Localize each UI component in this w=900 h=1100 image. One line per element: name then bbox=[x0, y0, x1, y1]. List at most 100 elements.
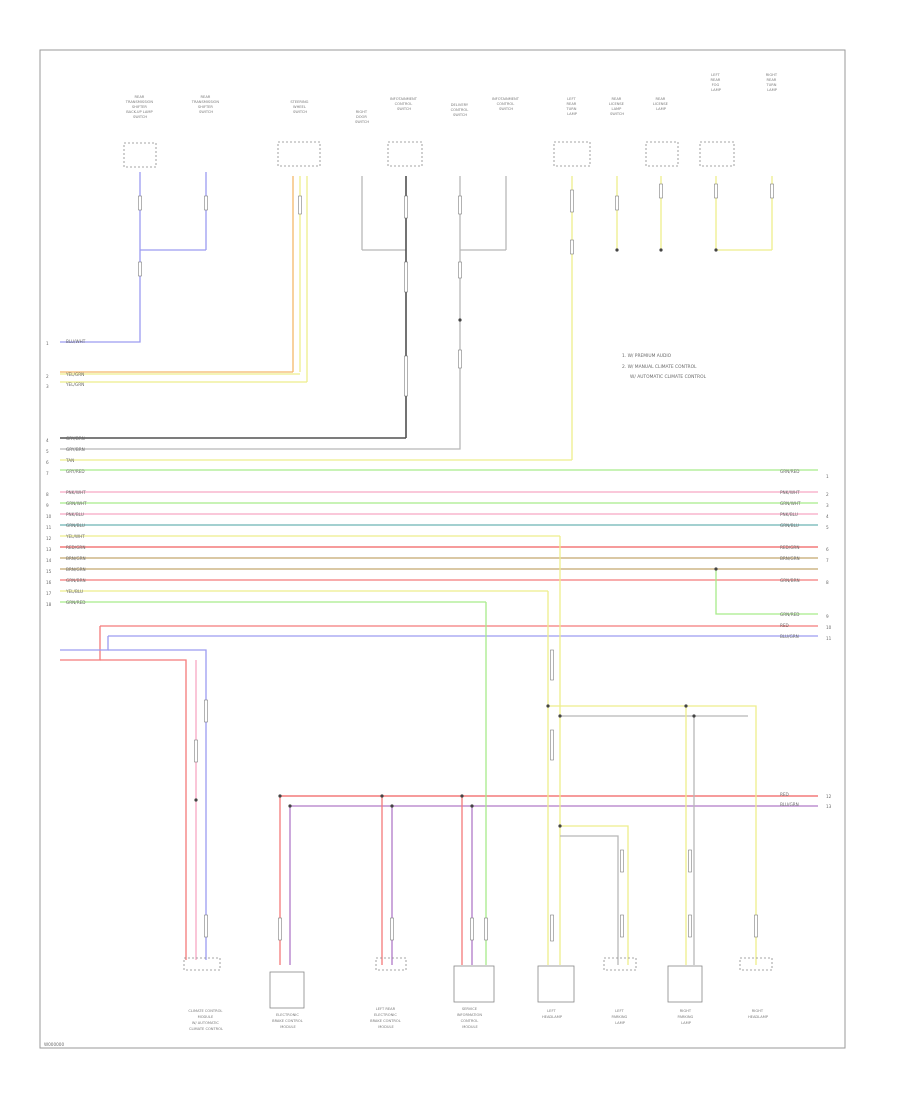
top-component-outline bbox=[553, 141, 591, 167]
left-pin: 17 bbox=[46, 591, 52, 596]
connector bbox=[470, 917, 474, 941]
diagram-frame bbox=[39, 49, 846, 1049]
splice-dot bbox=[615, 248, 619, 252]
right-wire-label: BRN/GRN bbox=[780, 556, 800, 561]
top-label-right-rear-turn: RIGHT REAR TURN LAMP bbox=[765, 73, 778, 92]
left-pin: 11 bbox=[46, 525, 52, 530]
bottom-label-left-parking: LEFT PARKING LAMP bbox=[612, 1009, 629, 1025]
left-pin: 14 bbox=[46, 558, 52, 563]
splice-dot bbox=[458, 318, 462, 322]
wire-layer bbox=[60, 172, 818, 965]
right-pin: 13 bbox=[826, 804, 832, 809]
top-label-left-rear-turn: LEFT REAR TURN LAMP bbox=[565, 97, 577, 116]
left-wire-label: GRN/BLU bbox=[66, 523, 85, 528]
connector bbox=[404, 195, 408, 219]
splice-dot bbox=[194, 798, 198, 802]
right-pin: 10 bbox=[826, 625, 832, 630]
left-pin: 13 bbox=[46, 547, 52, 552]
right-wire-label: RED bbox=[780, 792, 789, 797]
connector bbox=[138, 261, 142, 277]
top-label-delivery: DELIVERY CONTROL SWITCH bbox=[451, 103, 470, 117]
left-wire-label: GRN/RED bbox=[66, 600, 85, 605]
left-pin: 16 bbox=[46, 580, 52, 585]
left-wire-label: BLU/WHT bbox=[66, 339, 86, 344]
connector bbox=[194, 739, 198, 763]
left-pin: 5 bbox=[46, 449, 49, 454]
connector bbox=[138, 195, 142, 211]
left-wire-label: YEL/GRN bbox=[65, 382, 84, 387]
right-pin: 9 bbox=[826, 614, 829, 619]
bottom-module-box bbox=[667, 965, 703, 1003]
connector bbox=[620, 849, 624, 873]
left-pin: 4 bbox=[46, 438, 49, 443]
right-pin: 4 bbox=[826, 514, 829, 519]
splice-dot bbox=[390, 804, 394, 808]
top-label-steering-wheel: STEERING WHEEL SWITCH bbox=[290, 100, 309, 114]
top-label-infotainment-2: INFOTAINMENT CONTROL SWITCH bbox=[492, 97, 520, 111]
top-label-infotainment-1: INFOTAINMENT CONTROL SWITCH bbox=[390, 97, 418, 111]
connector bbox=[458, 261, 462, 279]
splice-dot bbox=[460, 794, 464, 798]
bottom-label-right-parking: RIGHT PARKING LAMP bbox=[678, 1009, 695, 1025]
left-pin: 3 bbox=[46, 384, 49, 389]
top-label-right-door: RIGHT DOOR SWITCH bbox=[355, 110, 369, 124]
right-pin: 12 bbox=[826, 794, 832, 799]
connector bbox=[714, 183, 718, 199]
wire-red bbox=[100, 659, 187, 960]
right-pin: 8 bbox=[826, 580, 829, 585]
wire-blue bbox=[108, 649, 207, 960]
bottom-connector bbox=[375, 957, 407, 971]
top-component-outline bbox=[123, 142, 157, 168]
note-line: W/ AUTOMATIC CLIMATE CONTROL bbox=[630, 374, 707, 380]
right-wire-label: GRN/RED bbox=[780, 612, 799, 617]
top-component-outline bbox=[645, 141, 679, 167]
right-wire-label: GRN/RED bbox=[780, 469, 799, 474]
right-pin: 1 bbox=[826, 474, 829, 479]
left-wire-label: YEL/GRN bbox=[65, 372, 84, 377]
connector bbox=[754, 914, 758, 938]
left-wire-label: YEL/WHT bbox=[65, 534, 85, 539]
bottom-module-box bbox=[537, 965, 575, 1003]
left-pin: 6 bbox=[46, 460, 49, 465]
connector bbox=[688, 914, 692, 938]
bottom-connector bbox=[183, 957, 221, 971]
bottom-module-box bbox=[269, 971, 305, 1009]
connector bbox=[570, 189, 574, 213]
right-wire-labels: GRN/RED 1 PNK/WHT 2 GRN/WHT 3 PNK/BLU 4 … bbox=[780, 469, 832, 809]
connector bbox=[204, 195, 208, 211]
right-wire-label: BLU/GRN bbox=[780, 634, 799, 639]
note-line: 1. W/ PREMIUM AUDIO bbox=[622, 353, 672, 359]
bottom-label-left-rear-brake: LEFT REAR ELECTRONIC BRAKE CONTROL MODUL… bbox=[370, 1007, 402, 1029]
wire-yellow bbox=[548, 705, 757, 965]
connector bbox=[770, 183, 774, 199]
left-pin: 15 bbox=[46, 569, 52, 574]
connector bbox=[404, 355, 408, 397]
wire-green bbox=[715, 569, 818, 615]
left-wire-label: GRY/BRN bbox=[66, 447, 85, 452]
left-pin: 18 bbox=[46, 602, 52, 607]
left-wire-label: YEL/BLU bbox=[65, 589, 83, 594]
right-pin: 6 bbox=[826, 547, 829, 552]
bottom-module-box bbox=[453, 965, 495, 1003]
left-wire-label: TAN bbox=[65, 458, 74, 463]
left-wire-label: RED/GRN bbox=[66, 545, 85, 550]
left-wire-label: GRN/BRN bbox=[66, 578, 86, 583]
connector bbox=[570, 239, 574, 255]
right-pin: 3 bbox=[826, 503, 829, 508]
left-pin: 2 bbox=[46, 374, 49, 379]
left-wire-label: BRN/GRN bbox=[66, 556, 86, 561]
bottom-component-labels: CLIMATE CONTROL MODULE W/ AUTOMATIC CLIM… bbox=[188, 1007, 768, 1031]
right-pin: 5 bbox=[826, 525, 829, 530]
right-pin: 11 bbox=[826, 636, 832, 641]
left-pin: 9 bbox=[46, 503, 49, 508]
footer-code: W000000 bbox=[44, 1042, 64, 1047]
connector bbox=[278, 917, 282, 941]
wire-blue bbox=[60, 636, 109, 651]
left-wire-label: BRN/GRN bbox=[66, 567, 86, 572]
right-wire-label: GRN/BRN bbox=[780, 578, 800, 583]
connector bbox=[298, 195, 302, 215]
left-wire-label: PNK/WHT bbox=[66, 490, 86, 495]
top-component-outline bbox=[699, 141, 735, 167]
left-wire-label: PNK/BLU bbox=[66, 512, 84, 517]
